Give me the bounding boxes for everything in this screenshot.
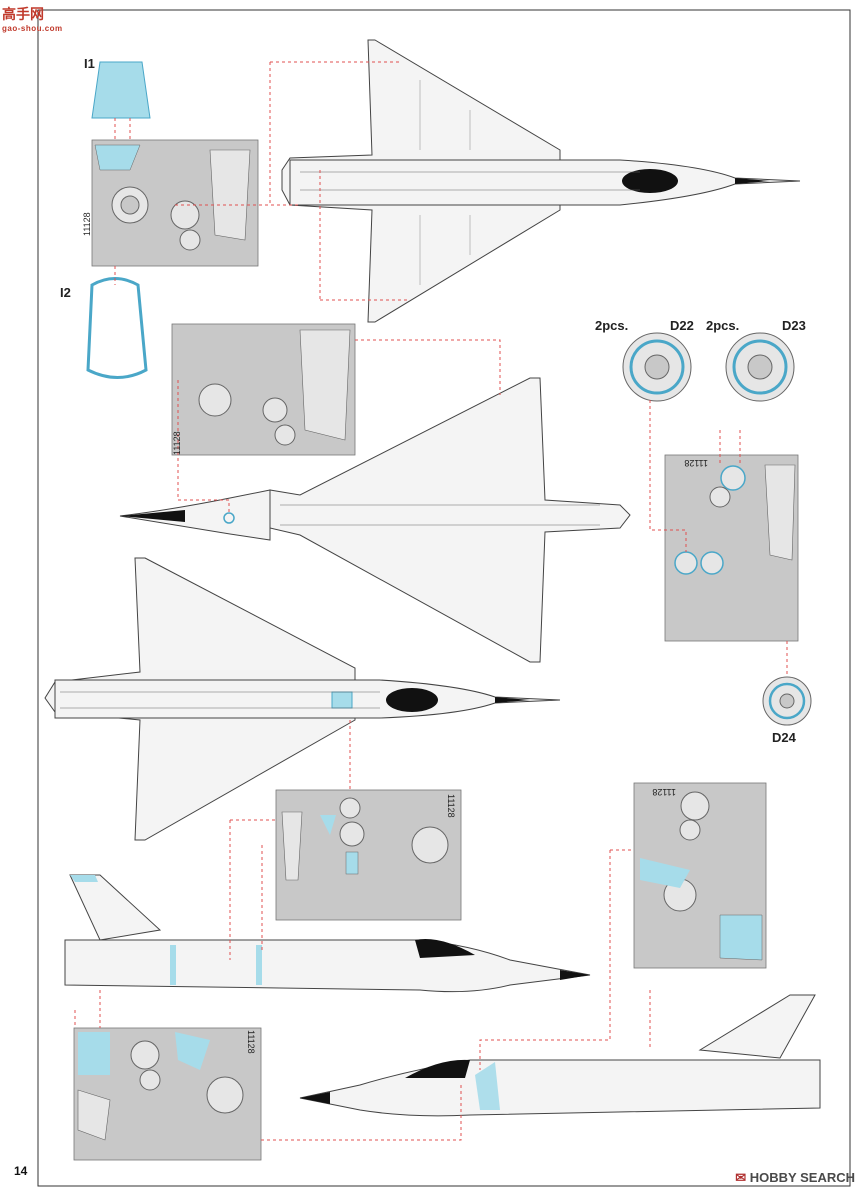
leader-lines <box>74 61 788 1141</box>
label-d24: D24 <box>772 730 796 745</box>
film-part-i1 <box>91 61 151 119</box>
wheel-d23 <box>725 332 795 402</box>
brand-name: HOBBY SEARCH <box>749 1170 855 1185</box>
watermark-main: 高手网 <box>2 6 44 22</box>
film-part-i2 <box>86 277 148 379</box>
fret-number-d: 11128 <box>446 794 456 818</box>
watermark-sub: gao-shou.com <box>2 24 63 33</box>
pe-fret-c <box>664 454 799 642</box>
pe-fret-f <box>73 1027 262 1161</box>
page-number: 14 <box>14 1164 28 1178</box>
wheel-d24 <box>762 676 812 726</box>
label-i1: I1 <box>84 56 95 71</box>
fret-number-e: 11128 <box>652 787 676 797</box>
fret-number-c: 11128 <box>684 458 708 468</box>
fret-number-f: 11128 <box>246 1030 256 1054</box>
pe-fret-e <box>633 782 767 969</box>
side-view-aircraft-1 <box>64 874 591 993</box>
label-d22: D22 <box>670 318 694 333</box>
pe-fret-a <box>91 139 259 267</box>
footer-brand: ✉ HOBBY SEARCH <box>735 1170 855 1186</box>
top-view-aircraft <box>281 39 801 323</box>
label-d22-qty: 2pcs. <box>595 318 629 333</box>
pe-fret-b <box>171 323 356 456</box>
side-view-aircraft-2 <box>299 994 821 1117</box>
fret-number-a: 11128 <box>82 212 92 236</box>
label-i2: I2 <box>60 285 71 300</box>
watermark-logo: 高手网 gao-shou.com <box>2 4 63 33</box>
pe-fret-d <box>275 789 462 921</box>
page-border <box>37 9 851 1187</box>
label-d23-qty: 2pcs. <box>706 318 740 333</box>
fret-number-b: 11128 <box>172 431 182 455</box>
top-view-aircraft-2 <box>44 557 561 841</box>
wheel-d22 <box>622 332 692 402</box>
bottom-view-aircraft <box>119 377 631 663</box>
label-d23: D23 <box>782 318 806 333</box>
brand-mark-icon: ✉ <box>735 1170 747 1185</box>
